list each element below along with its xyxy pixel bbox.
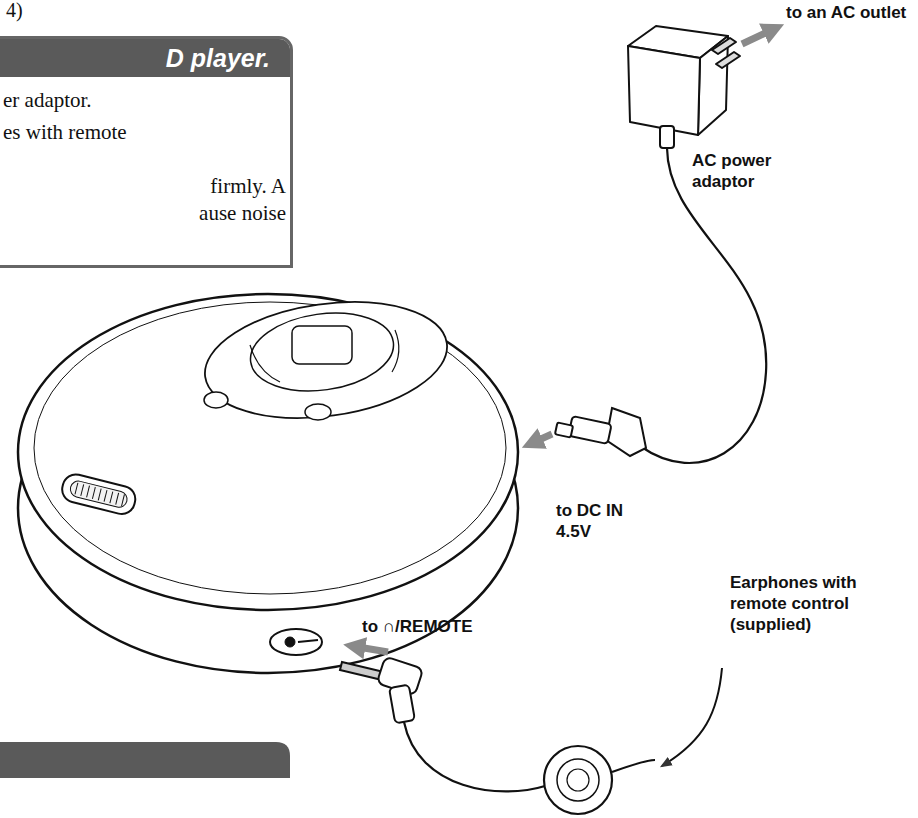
dc-plug <box>555 408 646 456</box>
part-label: to DC IN 4.5V <box>556 500 642 542</box>
earphone-cord <box>404 722 545 791</box>
rib <box>122 494 125 506</box>
rib <box>81 484 84 496</box>
page-fragment: 4) <box>6 0 23 21</box>
part-label: to ∩/REMOTE <box>362 616 473 637</box>
rib <box>98 489 101 501</box>
pointer-arrows <box>352 28 776 652</box>
part-label: to an AC outlet <box>786 2 906 23</box>
instruction-text: er adaptor. <box>3 87 92 114</box>
rib <box>75 483 78 495</box>
rib <box>92 487 95 499</box>
earphone-lead <box>662 668 722 766</box>
cd-player <box>18 288 518 673</box>
ac-adaptor <box>628 26 740 148</box>
note-text: firmly. A ause noise <box>182 173 286 227</box>
rib <box>87 486 90 498</box>
section-heading: D player. <box>0 39 290 77</box>
rib <box>116 493 119 505</box>
remote-cord <box>612 760 655 772</box>
part-label: AC power adaptor <box>692 150 788 192</box>
rib <box>110 492 113 504</box>
remote-control <box>544 746 612 814</box>
instruction-box: D player. er adaptor. es with remote firmly… <box>0 36 293 268</box>
part-label: Earphones with remote control (supplied) <box>730 572 880 635</box>
headphone-plug <box>340 657 423 724</box>
power-cord <box>640 148 766 463</box>
rib <box>104 490 107 502</box>
section-band <box>0 742 290 778</box>
instruction-text: es with remote <box>3 119 127 146</box>
slider-ribs <box>75 483 124 506</box>
